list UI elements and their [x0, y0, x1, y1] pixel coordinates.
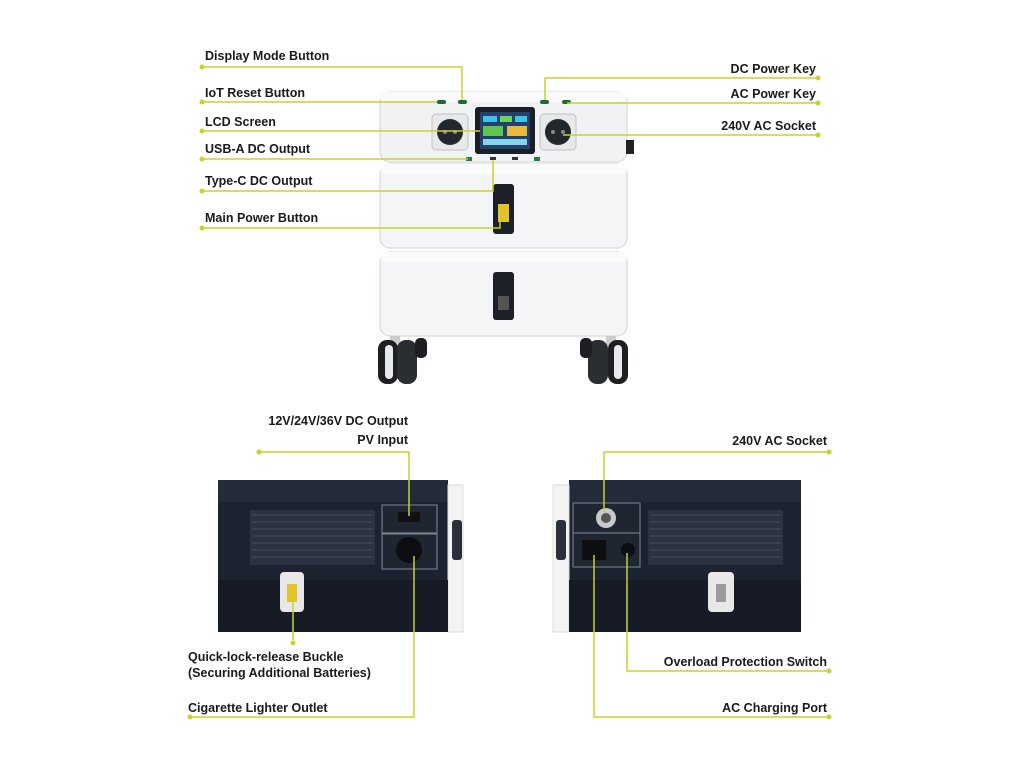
display-mode-button — [437, 100, 446, 104]
label-240v-ac-socket-front: 240V AC Socket — [721, 119, 816, 133]
label-display-mode-button: Display Mode Button — [205, 49, 330, 63]
leader-lines — [190, 66, 829, 718]
ac-charging-port — [582, 540, 606, 560]
rear-left-vent — [250, 510, 375, 565]
label-240v-ac-socket-rear: 240V AC Socket — [732, 434, 827, 448]
label-lcd-screen: LCD Screen — [205, 115, 276, 129]
rear-right-device-illustration — [552, 480, 801, 633]
label-type-c-dc-output: Type-C DC Output — [205, 174, 313, 188]
label-ac-charging-port: AC Charging Port — [722, 701, 827, 715]
front-device-illustration — [378, 91, 634, 384]
label-main-power-button: Main Power Button — [205, 211, 319, 225]
label-dc-power-key: DC Power Key — [730, 62, 816, 76]
overload-protection-switch — [621, 543, 635, 557]
dc-power-key — [540, 100, 549, 104]
label-pv-input: PV Input — [357, 433, 408, 447]
cigarette-lighter-outlet — [396, 537, 422, 563]
rear-right-vent — [648, 510, 783, 565]
label-securing-additional-batteries: (Securing Additional Batteries) — [188, 666, 371, 680]
rear-left-device-illustration — [218, 480, 464, 633]
dc-output-port — [398, 512, 420, 522]
label-usb-a-dc-output: USB-A DC Output — [205, 142, 311, 156]
label-quick-lock-release-buckle: Quick-lock-release Buckle — [188, 650, 344, 664]
type-c-port — [490, 157, 496, 160]
label-iot-reset-button: IoT Reset Button — [205, 86, 305, 100]
usb-a-port — [466, 157, 472, 161]
ac-socket-left — [437, 119, 463, 145]
iot-reset-button — [458, 100, 467, 104]
label-dc-output-12-24-36v: 12V/24V/36V DC Output — [268, 414, 408, 428]
label-ac-power-key: AC Power Key — [730, 87, 816, 101]
ac-socket-right — [545, 119, 571, 145]
label-cigarette-lighter-outlet: Cigarette Lighter Outlet — [188, 701, 328, 715]
label-overload-protection-switch: Overload Protection Switch — [663, 655, 827, 669]
leader-dots — [187, 64, 832, 720]
